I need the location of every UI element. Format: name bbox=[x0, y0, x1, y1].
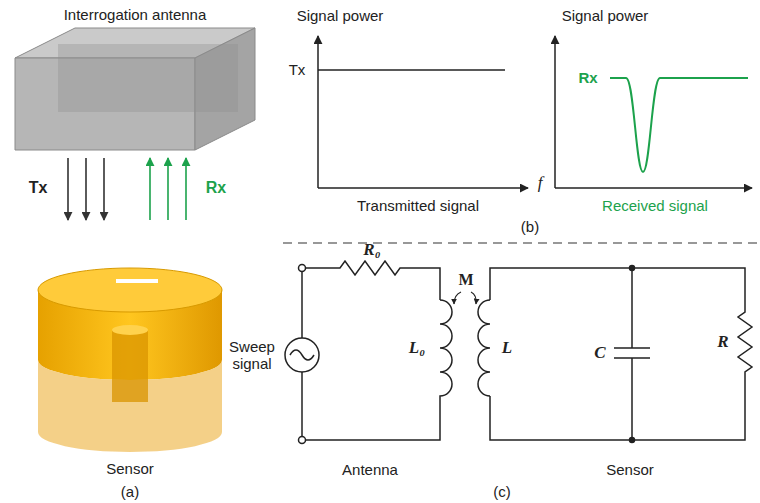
tx-arrow bbox=[67, 158, 69, 220]
circuit-part-name: Sensor bbox=[606, 461, 654, 478]
component-name: R bbox=[717, 332, 728, 352]
wire bbox=[301, 372, 303, 437]
level-label: Tx bbox=[289, 61, 306, 78]
panel-letter: (a) bbox=[121, 483, 139, 500]
received-curve bbox=[610, 78, 748, 172]
junction-dot bbox=[630, 438, 635, 443]
chart-caption: Transmitted signal bbox=[357, 197, 479, 214]
x-axis bbox=[555, 187, 752, 189]
rx-arrow bbox=[167, 158, 169, 220]
capacitor-symbol bbox=[614, 268, 650, 440]
component-name: M bbox=[458, 271, 473, 289]
x-axis bbox=[318, 187, 528, 189]
box-inner-plate bbox=[58, 44, 238, 112]
antenna-box: Interrogation antenna bbox=[10, 4, 260, 156]
panel-letter: (b) bbox=[521, 218, 539, 235]
sensor-drawing bbox=[38, 268, 222, 452]
sine-symbol bbox=[290, 350, 314, 360]
inner-cylinder-top bbox=[112, 325, 148, 335]
component-name: L₀ bbox=[409, 338, 425, 358]
signal-name: Rx bbox=[206, 179, 226, 197]
level-label: Rx bbox=[578, 69, 597, 86]
cylinder-top bbox=[38, 268, 222, 312]
sensor-slot bbox=[116, 279, 158, 283]
component-name: L bbox=[502, 338, 512, 358]
antenna-box-drawing bbox=[15, 28, 255, 150]
rx-arrow bbox=[149, 158, 151, 220]
axis-title: Signal power bbox=[562, 7, 649, 24]
component-name: C bbox=[594, 343, 605, 363]
tx-arrow bbox=[85, 158, 87, 220]
source-name: Sweep signal bbox=[224, 338, 280, 373]
y-axis bbox=[554, 36, 556, 188]
resistor-symbol bbox=[490, 268, 752, 440]
circuit-part-name: Antenna bbox=[342, 461, 398, 478]
terminal bbox=[299, 437, 306, 444]
inner-cylinder bbox=[112, 330, 148, 402]
y-axis bbox=[317, 36, 319, 188]
source-symbol bbox=[285, 338, 319, 372]
inductor-symbol bbox=[306, 300, 453, 440]
node-label: Sensor bbox=[106, 460, 154, 478]
rx-arrow bbox=[185, 158, 187, 220]
terminal bbox=[299, 265, 306, 272]
panel-letter: (c) bbox=[493, 483, 511, 500]
inductor-symbol bbox=[478, 300, 490, 396]
dashed-separator bbox=[283, 242, 760, 244]
coupling-arrow bbox=[471, 292, 476, 304]
chart-caption: Received signal bbox=[602, 197, 708, 214]
junction-dot bbox=[630, 266, 635, 271]
signal-name: Tx bbox=[29, 179, 48, 197]
equivalent-circuit bbox=[285, 261, 752, 444]
transmitted-level bbox=[318, 69, 505, 71]
signal-charts bbox=[318, 36, 752, 188]
sensor-cylinder: Sensor bbox=[30, 222, 230, 480]
coupling-arrow bbox=[454, 292, 461, 304]
node-label: Interrogation antenna bbox=[64, 6, 207, 24]
resistor-symbol bbox=[306, 261, 441, 300]
tx-arrow bbox=[103, 158, 105, 220]
axis-title: Signal power bbox=[297, 7, 384, 24]
component-name: R₀ bbox=[363, 240, 380, 260]
axis-variable: f bbox=[538, 173, 543, 193]
wire bbox=[301, 272, 303, 339]
